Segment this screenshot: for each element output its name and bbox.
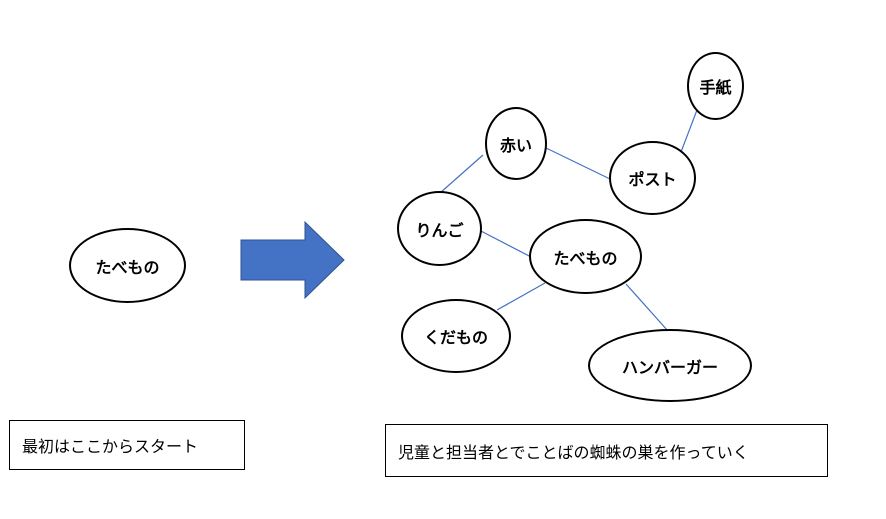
caption-web: 児童と担当者とでことばの蜘蛛の巣を作っていく xyxy=(385,424,828,477)
connector-tabemono-kudamono xyxy=(496,282,546,311)
node-kudamono: くだもの xyxy=(401,299,511,373)
connector-tegami-posuto xyxy=(680,109,698,153)
connector-tabemono-hamburger xyxy=(625,283,669,332)
node-tabemono: たべもの xyxy=(529,219,642,294)
node-hamburger: ハンバーガー xyxy=(588,329,752,402)
start-node-tabemono: たべもの xyxy=(69,228,186,303)
connector-ringo-tabemono xyxy=(478,229,534,259)
node-ringo: りんご xyxy=(397,191,482,266)
right-arrow-icon xyxy=(240,220,345,300)
node-akai: 赤い xyxy=(485,107,547,180)
node-posuto: ポスト xyxy=(609,141,696,215)
node-tegami: 手紙 xyxy=(687,52,744,120)
connector-akai-posuto xyxy=(543,146,611,180)
connector-akai-ringo xyxy=(439,154,484,194)
caption-start: 最初はここからスタート xyxy=(9,420,245,470)
